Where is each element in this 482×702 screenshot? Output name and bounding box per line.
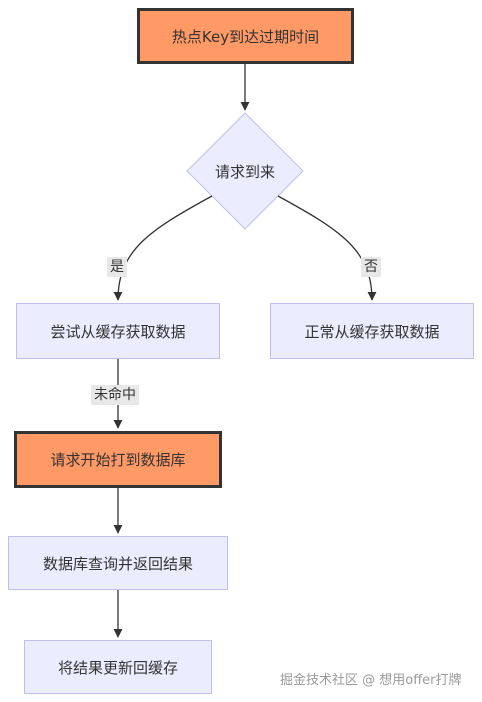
edge-request-to-normal-cache [277,195,377,301]
decision-diamond [186,112,304,230]
watermark: 掘金技术社区 @ 想用offer打牌 [280,673,462,688]
node-request-arrives: 请求到来 [214,162,275,181]
node-normal-cache: 正常从缓存获取数据 [270,303,474,359]
node-try-cache: 尝试从缓存获取数据 [16,303,220,359]
edge-label-no: 否 [361,257,381,277]
edge-request-to-try-cache [113,195,213,301]
node-db-query-return: 数据库查询并返回结果 [8,536,228,590]
node-request-db: 请求开始打到数据库 [14,431,222,488]
edge-label-yes: 是 [107,257,127,277]
edge-label-miss: 未命中 [91,385,139,405]
node-update-cache: 将结果更新回缓存 [24,640,212,694]
node-hot-key-expire: 热点Key到达过期时间 [137,8,354,64]
